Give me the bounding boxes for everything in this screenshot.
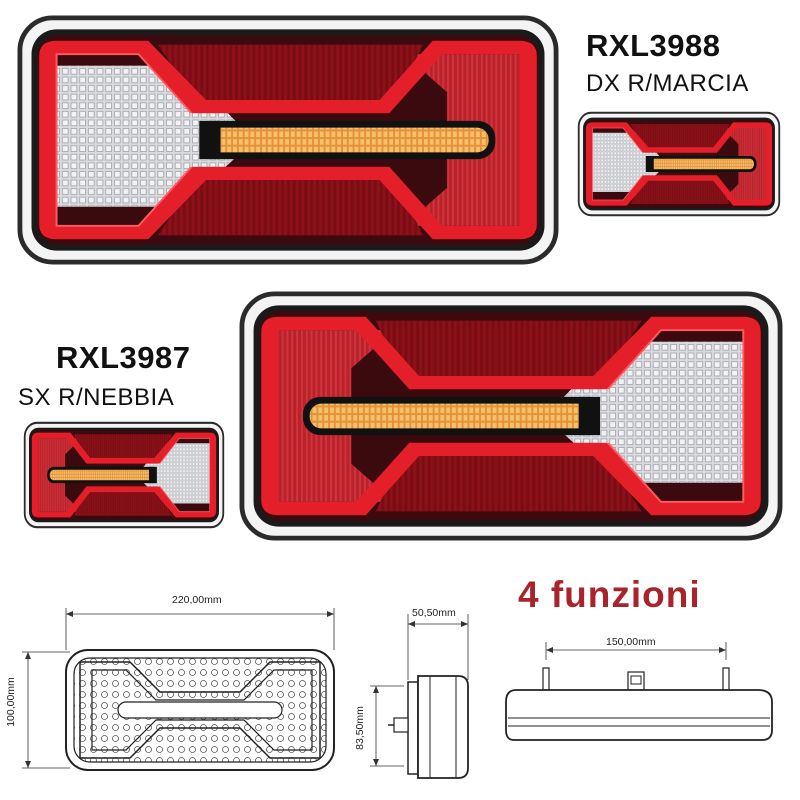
drawing-side-view [370,614,469,779]
lamp-rxl3987-small [23,421,225,529]
lamp-rxl3987-large [240,292,782,540]
lamp-rxl3988-large [18,16,558,264]
dimension-depth: 50,50mm [412,607,456,619]
dimension-height: 100,00mm [4,677,17,727]
dimension-width: 220,00mm [172,594,222,606]
dimension-side-height: 83,50mm [353,706,366,750]
model-description-rxl3987: SX R/NEBBIA [18,384,175,411]
lamp-rxl3988-small [577,111,781,217]
model-code-rxl3988: RXL3988 [586,28,721,63]
drawing-top-view [505,642,773,741]
dimension-stud-spacing: 150,00mm [606,636,656,648]
model-description-rxl3988: DX R/MARCIA [586,70,749,97]
model-code-rxl3987: RXL3987 [56,340,191,375]
features-label: 4 funzioni [518,574,701,615]
drawing-front-view [22,608,335,771]
